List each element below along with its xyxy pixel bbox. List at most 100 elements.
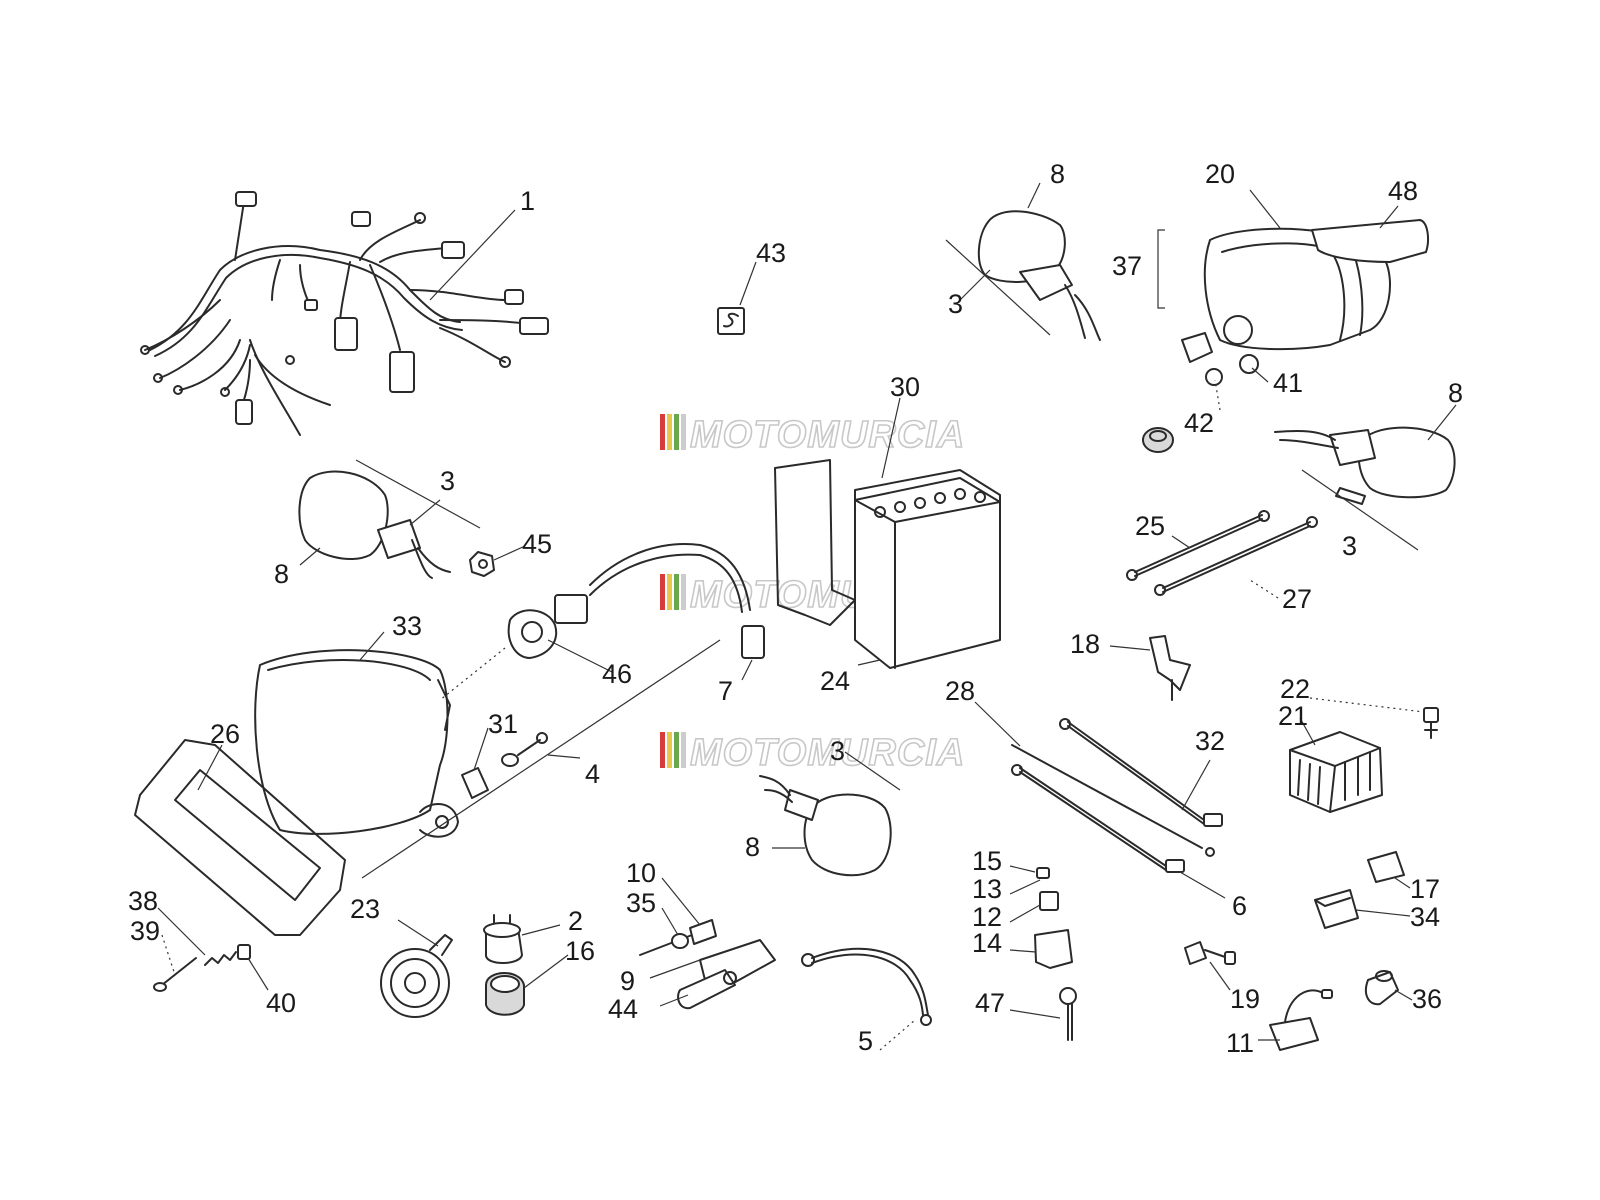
battery <box>854 469 1001 669</box>
callout-45: 45 <box>522 529 552 559</box>
watermark-stripe <box>681 414 686 450</box>
leader-line <box>359 631 385 661</box>
callout-38: 38 <box>128 886 158 916</box>
watermark-3: MOTOMURCIA <box>660 731 965 775</box>
callout-8: 8 <box>1050 159 1065 189</box>
switch-assembly <box>1034 867 1073 969</box>
watermark-stripe <box>681 574 686 610</box>
callout-12: 12 <box>972 902 1002 932</box>
callout-4: 4 <box>585 759 600 789</box>
leader-line <box>493 545 526 561</box>
leader-line <box>1009 865 1036 873</box>
watermark-stripe <box>681 732 686 768</box>
horn <box>380 934 453 1018</box>
callout-9: 9 <box>620 966 635 996</box>
leader-line <box>1157 229 1165 309</box>
callout-30: 30 <box>890 372 920 402</box>
callout-33: 33 <box>392 611 422 641</box>
leader-line <box>1209 961 1231 991</box>
callout-44: 44 <box>608 994 638 1024</box>
turn-signal-lower <box>759 775 892 877</box>
leader-line <box>1355 909 1411 917</box>
callout-21: 21 <box>1278 701 1308 731</box>
watermark-stripe <box>660 732 665 768</box>
leader-line <box>361 639 721 879</box>
callout-3: 3 <box>1342 531 1357 561</box>
leader-line <box>197 744 223 791</box>
watermark-stripe <box>674 574 679 610</box>
watermark-stripe <box>674 414 679 450</box>
leader-line <box>1301 469 1419 551</box>
spark-plug-cap <box>1364 970 1399 1006</box>
callout-17: 17 <box>1410 874 1440 904</box>
leader-line <box>473 727 489 771</box>
leader-line <box>1309 697 1425 713</box>
headlight-cable <box>554 543 765 659</box>
leader-line <box>844 751 901 791</box>
callout-26: 26 <box>210 719 240 749</box>
leader-line <box>661 907 679 936</box>
callout-43: 43 <box>756 238 786 268</box>
leader-line <box>1179 871 1226 899</box>
callout-22: 22 <box>1280 674 1310 704</box>
callout-46: 46 <box>602 659 632 689</box>
cable-27 <box>1154 516 1318 596</box>
callout-1: 1 <box>520 186 535 216</box>
leader-line <box>409 499 441 526</box>
callout-6: 6 <box>1232 891 1247 921</box>
callout-3: 3 <box>948 289 963 319</box>
callout-36: 36 <box>1412 984 1442 1014</box>
leader-line <box>974 701 1021 747</box>
bracket-part <box>1149 635 1191 701</box>
leader-line <box>1171 535 1191 549</box>
relay-17 <box>1367 851 1405 883</box>
leader-line <box>945 239 1051 336</box>
callout-13: 13 <box>972 874 1002 904</box>
turn-signal-left <box>298 470 451 579</box>
leader-line <box>439 647 506 701</box>
callout-20: 20 <box>1205 159 1235 189</box>
callout-37: 37 <box>1112 251 1142 281</box>
nut-part <box>469 551 495 577</box>
leader-line <box>1394 877 1411 889</box>
leader-line <box>355 459 481 529</box>
clip-part <box>717 307 745 335</box>
fastener-part <box>461 732 548 799</box>
leader-line <box>1299 717 1316 746</box>
leader-line <box>1009 1009 1061 1019</box>
leader-line <box>857 659 881 666</box>
leader-line <box>649 959 701 979</box>
relay-34 <box>1314 889 1359 929</box>
callout-28: 28 <box>945 676 975 706</box>
callout-18: 18 <box>1070 629 1100 659</box>
leader-line <box>741 659 753 681</box>
turn-signal-right <box>1274 426 1456 505</box>
leader-line <box>959 269 991 301</box>
pressure-switch <box>1184 941 1236 965</box>
leader-line <box>881 397 901 479</box>
tail-light-lens <box>1311 219 1429 263</box>
leader-line <box>1009 949 1037 953</box>
callout-31: 31 <box>488 709 518 739</box>
callout-24: 24 <box>820 666 850 696</box>
callout-19: 19 <box>1230 984 1260 1014</box>
watermark-stripe <box>660 414 665 450</box>
leader-line <box>547 754 581 759</box>
leader-line <box>521 924 561 936</box>
headlight <box>254 649 459 838</box>
leader-line <box>1109 645 1151 651</box>
callout-35: 35 <box>626 888 656 918</box>
leader-line <box>1009 904 1041 923</box>
sensor-part <box>1423 707 1439 739</box>
callout-23: 23 <box>350 894 380 924</box>
leader-line <box>397 919 439 947</box>
brake-switch <box>639 919 776 1010</box>
leader-line <box>659 994 689 1007</box>
leader-line <box>1214 379 1221 411</box>
bulb-socket <box>483 914 523 964</box>
leader-line <box>1427 404 1457 441</box>
leader-line <box>1009 879 1041 895</box>
screw-set <box>153 944 251 992</box>
leader-line <box>523 954 569 989</box>
